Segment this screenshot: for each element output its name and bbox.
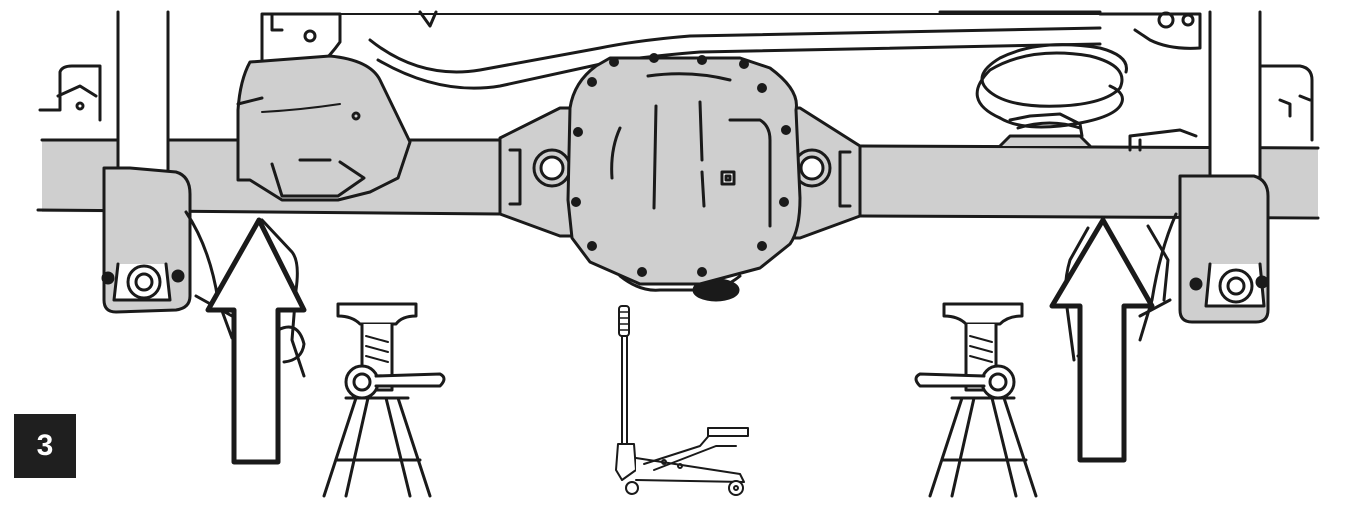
right-shock-absorber [1138, 10, 1270, 342]
step-number-badge: 3 [14, 414, 76, 478]
jack-stand-left [322, 302, 446, 498]
jack-stand-right [914, 302, 1038, 498]
step-badge-background [14, 414, 76, 478]
lift-arrow-left [205, 217, 307, 465]
coil-spring [975, 43, 1128, 138]
differential-cover [566, 53, 802, 286]
lift-arrow-right [1049, 217, 1155, 463]
right-spring-perch [998, 128, 1198, 152]
left-bracket-plate [236, 54, 412, 202]
left-shock-absorber [101, 10, 234, 340]
floor-jack [615, 305, 749, 496]
step-number: 3 [36, 429, 54, 462]
